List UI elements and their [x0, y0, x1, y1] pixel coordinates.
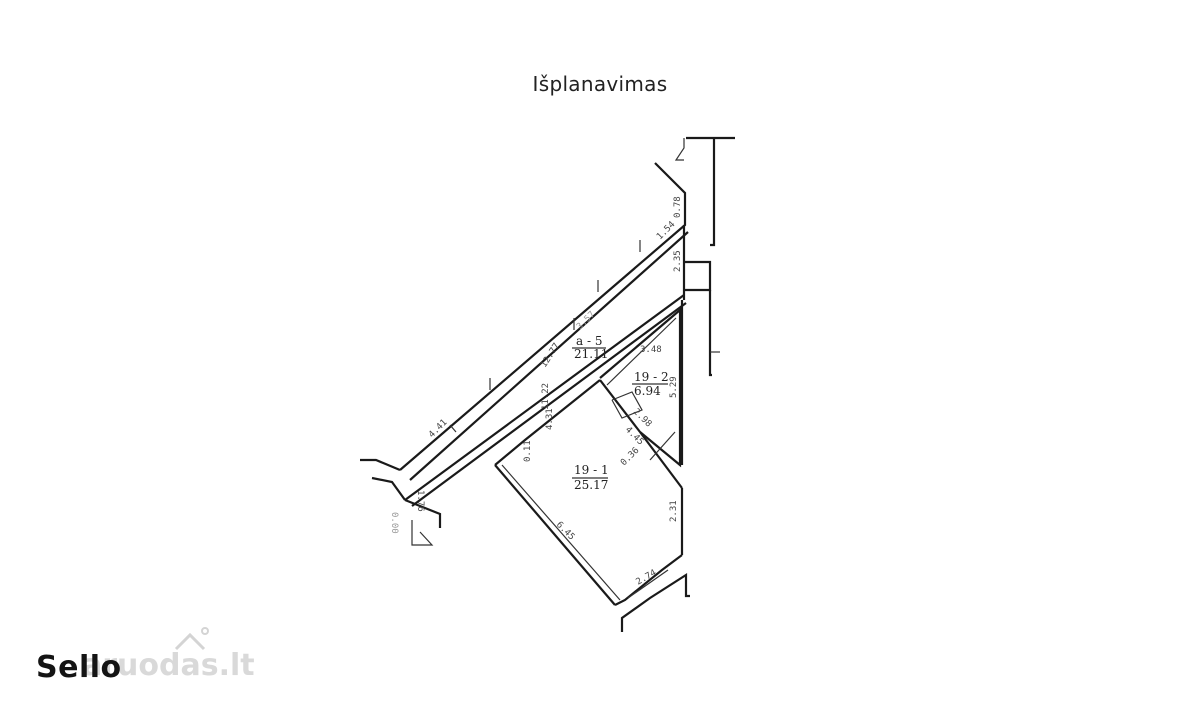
dim-348: 3.48 [640, 345, 662, 355]
window-ticks [449, 240, 641, 433]
watermark: aruodas.lt [82, 648, 255, 683]
room-19-2-label: 19 - 2 [634, 370, 669, 384]
neighbour-wall-5 [708, 290, 712, 377]
house-icon [174, 627, 209, 651]
room-19-1-area: 25.17 [574, 478, 608, 492]
room-19-1-bottom-wall [614, 554, 683, 606]
room-19-1-divider-2 [649, 431, 676, 461]
room-19-1-top-wall [494, 379, 601, 466]
dim-011: 0.11 [523, 440, 533, 462]
neighbour-wall-2 [710, 138, 716, 247]
corridor-wall-inner [411, 302, 687, 507]
room-19-2-door [611, 391, 643, 419]
faint-label-1: 3.57 [575, 310, 597, 332]
dim-1277: 12.77 [539, 341, 562, 369]
dim-036: 0.36 [619, 446, 641, 468]
outer-walls [399, 136, 735, 507]
dim-154: 1.54 [655, 220, 677, 242]
room-19-1-label: 19 - 1 [574, 463, 609, 477]
dim-445: 4.45 [623, 425, 645, 447]
neighbour-wall-4 [685, 260, 712, 292]
left-end-wall-3 [404, 498, 442, 528]
room-19-2-area: 6.94 [634, 384, 661, 398]
dim-431: 4.31 [545, 408, 555, 430]
outer-diagonal-wall-inner [409, 231, 689, 481]
room-a5-area: 21.11 [574, 347, 608, 361]
page-title: Išplanavimas [532, 72, 668, 96]
room-19-1-divider [639, 431, 683, 489]
entrance-wall [620, 572, 690, 632]
corridor-wall [404, 294, 685, 501]
room-19-1-left-wall [494, 464, 616, 606]
dim-176: 1.76 [415, 490, 425, 512]
dim-078: 0.78 [673, 196, 683, 218]
faint-label-2: 0.00 [389, 512, 399, 534]
dim-235: 2.35 [673, 250, 683, 272]
brand-logo: Sello [36, 650, 122, 685]
dim-1122: 11.22 [541, 383, 551, 410]
room-19-1 [494, 379, 690, 632]
room-19-2-inner [606, 317, 677, 386]
left-end-wall-1 [360, 458, 401, 472]
left-end [360, 458, 442, 546]
dim-231: 2.31 [669, 500, 679, 522]
stairs [627, 569, 669, 599]
room-a5-label: a - 5 [576, 334, 602, 348]
left-end-wall-2 [371, 476, 406, 501]
room-19-2-partition [599, 379, 641, 433]
neighbour-wall-3 [674, 138, 685, 161]
room-19-1-left-wall-inner [501, 464, 621, 601]
outer-diagonal-wall [399, 162, 687, 471]
dim-529: 5.29 [669, 376, 679, 398]
left-end-wall-4 [411, 520, 434, 546]
